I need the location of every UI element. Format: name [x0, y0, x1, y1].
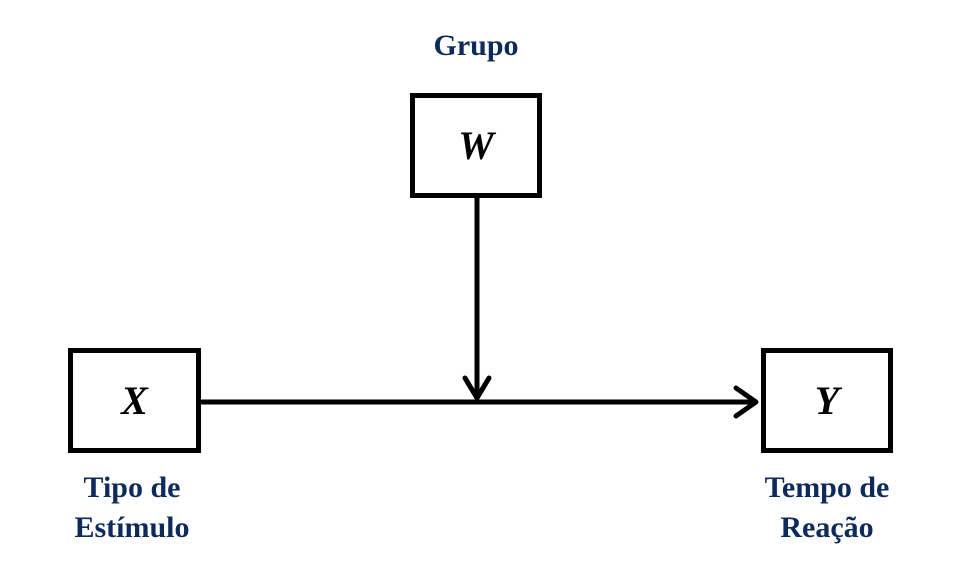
predictor-label-line-2: Estímulo — [74, 511, 190, 544]
moderator-label: Grupo — [376, 26, 576, 66]
outcome-label-line-2: Reação — [780, 511, 874, 544]
predictor-label: Tipo de Estímulo — [32, 468, 232, 548]
outcome-label: Tempo de Reação — [722, 468, 932, 548]
moderator-symbol: W — [458, 123, 494, 168]
path-x-to-y-arrowhead — [733, 385, 759, 419]
predictor-symbol: X — [121, 378, 148, 423]
path-w-to-path-arrowhead — [462, 375, 492, 401]
outcome-symbol: Y — [814, 378, 840, 423]
moderator-box: W — [410, 93, 542, 198]
outcome-label-line-1: Tempo de — [764, 471, 890, 504]
predictor-box: X — [68, 348, 201, 453]
predictor-label-line-1: Tipo de — [83, 471, 181, 504]
outcome-box: Y — [761, 348, 893, 453]
moderator-label-line-1: Grupo — [433, 29, 519, 62]
